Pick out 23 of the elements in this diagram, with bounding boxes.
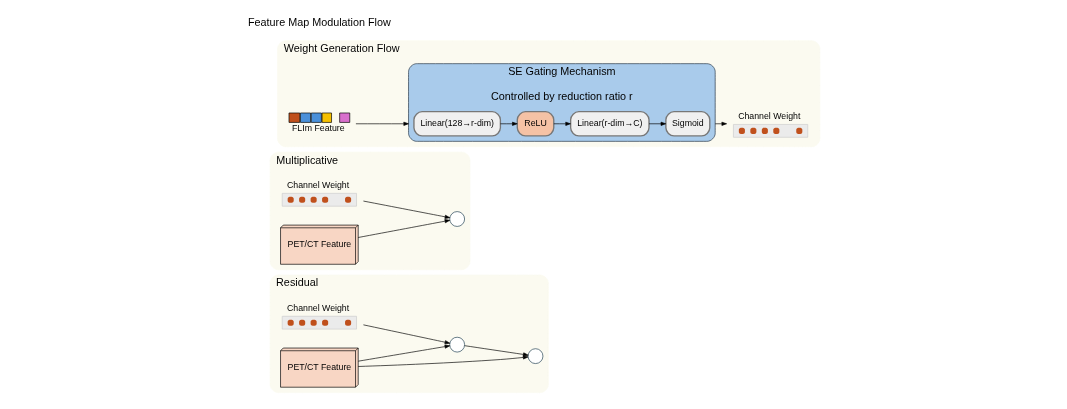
arrow [355, 121, 409, 126]
node-box: Linear(r-dim→C) [569, 110, 650, 137]
node-box: Sigmoid [665, 110, 711, 137]
node-box: Linear(128→r-dim) [413, 110, 502, 137]
arrow [357, 219, 451, 238]
node-label: Channel Weight [286, 303, 350, 314]
arrow [363, 324, 451, 345]
arrow [714, 121, 727, 126]
node-label: Channel Weight [738, 111, 801, 122]
node-circle [449, 211, 465, 227]
node-circle [449, 336, 465, 353]
label: Feature Map Modulation Flow [247, 15, 391, 28]
arrow [357, 344, 451, 362]
arrow [553, 121, 571, 126]
node-label: FLIm Feature [292, 123, 345, 134]
arrow [500, 121, 518, 126]
node-box: ReLU [516, 110, 555, 137]
arrow [648, 121, 667, 126]
arrow [363, 200, 451, 219]
arrow [464, 345, 529, 357]
arrow [357, 355, 529, 367]
node-label: Channel Weight [286, 180, 350, 191]
node-circle [527, 348, 544, 364]
